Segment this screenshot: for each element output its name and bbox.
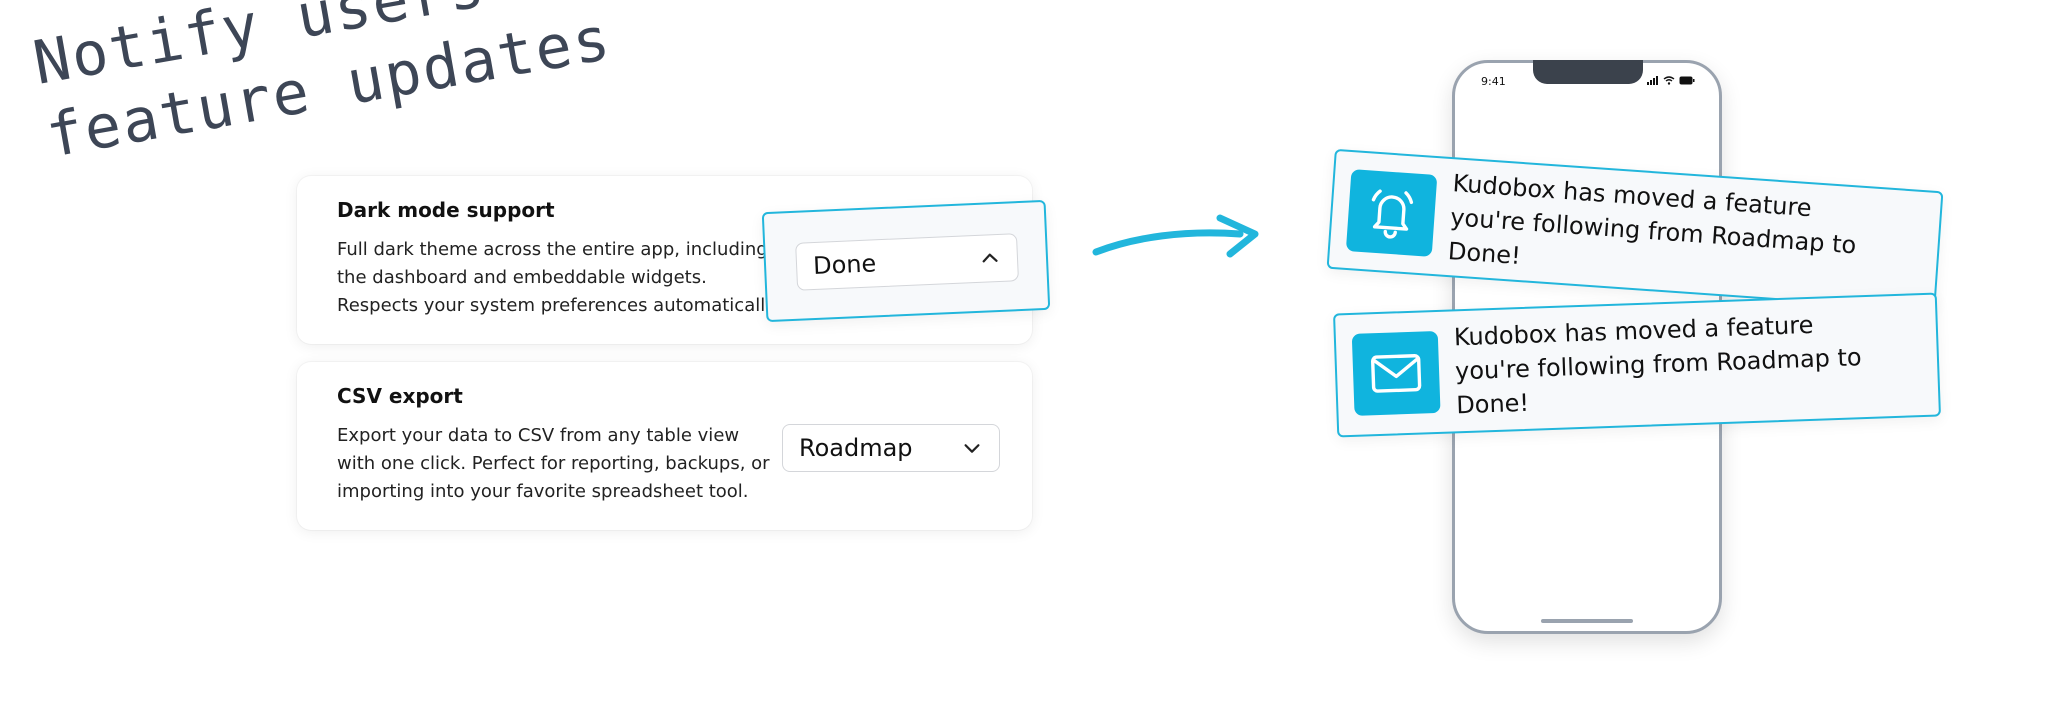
wifi-icon [1663,76,1675,85]
chevron-up-icon [982,253,998,263]
status-select-done[interactable]: Done [795,233,1019,291]
feature-title: CSV export [337,384,463,408]
signal-icon [1647,76,1658,85]
status-select-value: Roadmap [799,434,913,462]
notification-push[interactable]: Kudobox has moved a feature you're follo… [1326,148,1944,312]
status-select-value: Done [812,249,877,281]
phone-status-icons [1647,76,1695,85]
notification-email[interactable]: Kudobox has moved a feature you're follo… [1333,292,1941,438]
headline: Notify users on single feature updates [28,0,880,174]
phone-time: 9:41 [1481,75,1506,88]
feature-description: Full dark theme across the entire app, i… [337,239,780,316]
chevron-down-icon [964,444,980,453]
notification-icon-box [1345,169,1438,257]
notification-text: Kudobox has moved a feature you're follo… [1453,310,1863,420]
bell-icon [1371,189,1414,239]
home-indicator [1541,619,1633,623]
phone-notch [1533,60,1643,84]
status-select-roadmap[interactable]: Roadmap [782,424,1000,472]
battery-icon [1679,76,1695,85]
arrow-icon [1092,214,1259,258]
status-popup: Done [761,199,1051,323]
notification-text: Kudobox has moved a feature you're follo… [1447,169,1858,271]
feature-description: Export your data to CSV from any table v… [337,425,770,502]
notification-icon-box [1351,330,1441,416]
mail-icon [1371,354,1422,393]
feature-title: Dark mode support [337,198,555,222]
